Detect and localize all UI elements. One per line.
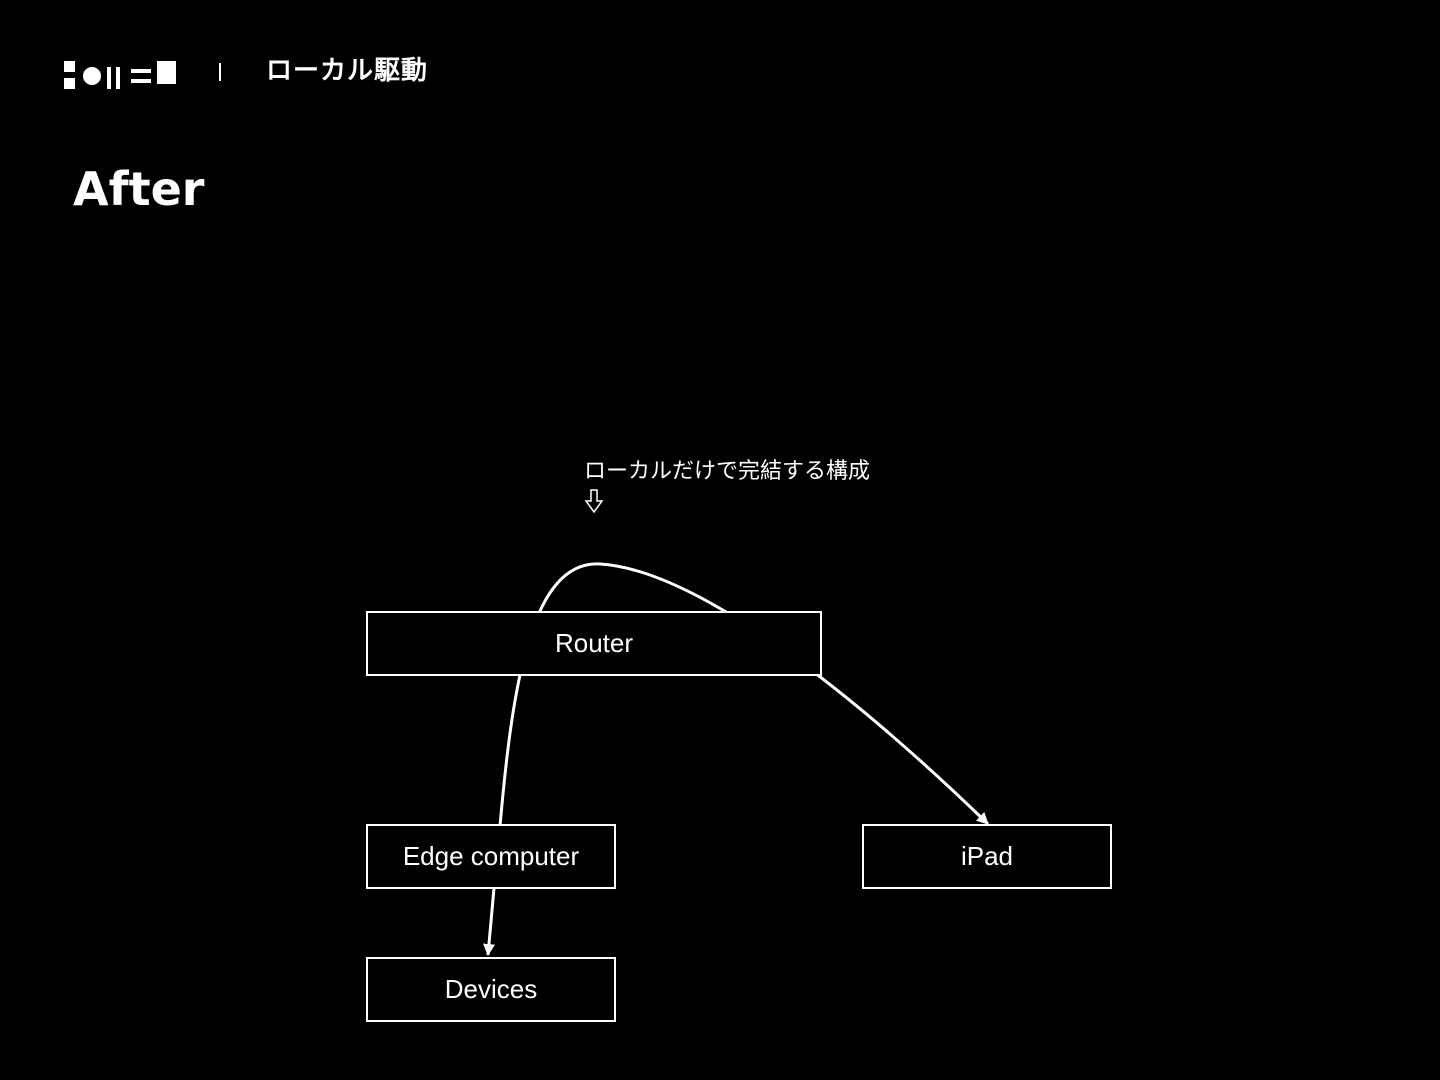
brand-logo bbox=[64, 61, 176, 89]
diagram-caption: ローカルだけで完結する構成 bbox=[584, 459, 871, 484]
node-edge-computer-label: Edge computer bbox=[402, 841, 580, 871]
node-ipad: iPad bbox=[862, 824, 1112, 889]
link-edge-to-ipad bbox=[498, 562, 990, 827]
header-divider bbox=[219, 63, 221, 81]
node-router: Router bbox=[366, 611, 822, 676]
page-title: After bbox=[73, 162, 205, 216]
node-router-label: Router bbox=[554, 628, 634, 658]
node-devices-label: Devices bbox=[444, 974, 538, 1004]
node-devices: Devices bbox=[366, 957, 616, 1022]
section-title: ローカル駆動 bbox=[266, 56, 429, 86]
node-edge-computer: Edge computer bbox=[366, 824, 616, 889]
node-ipad-label: iPad bbox=[960, 841, 1014, 871]
link-edge-to-devices bbox=[483, 887, 496, 956]
down-arrow-icon bbox=[584, 489, 604, 514]
